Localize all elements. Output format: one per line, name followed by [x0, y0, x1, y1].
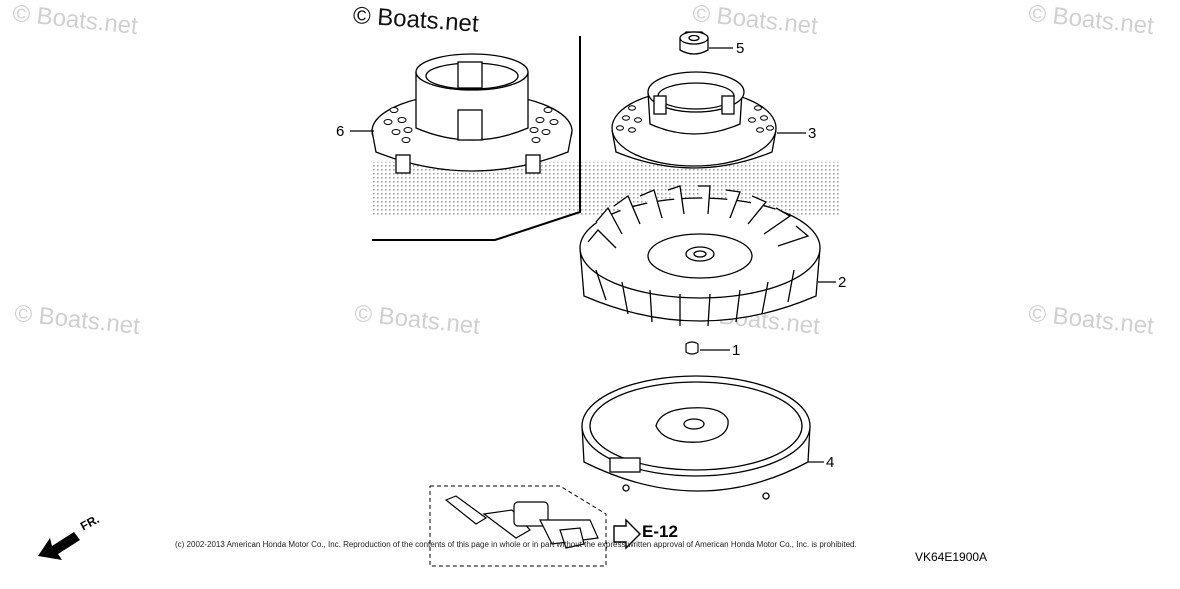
part-5-nut	[679, 31, 709, 55]
callout-4: 4	[826, 454, 835, 471]
part-4-flywheel	[581, 375, 811, 500]
reference-arrow	[613, 518, 641, 550]
callout-6: 6	[336, 123, 345, 140]
front-direction-arrow	[38, 532, 80, 560]
part-1-key	[685, 341, 699, 355]
part-3-holes	[616, 105, 774, 133]
inset-frame	[372, 36, 581, 241]
callout-3: 3	[808, 125, 817, 142]
ignition-coil-inset	[429, 485, 607, 567]
part-3-pulley-cover	[611, 71, 777, 169]
part-code: VK64E1900A	[915, 550, 988, 564]
reference-label[interactable]: E-12	[642, 522, 678, 541]
part-2-cooling-fan	[579, 185, 821, 327]
callout-2: 2	[838, 274, 847, 291]
part-6-starter-pulley	[371, 53, 573, 174]
leader-lines	[350, 47, 836, 463]
copyright-notice: (c) 2002-2013 American Honda Motor Co., …	[175, 540, 857, 549]
part-6-holes	[383, 107, 559, 143]
callout-1: 1	[732, 342, 741, 359]
callout-5: 5	[736, 40, 745, 57]
ignition-coil	[444, 495, 599, 549]
